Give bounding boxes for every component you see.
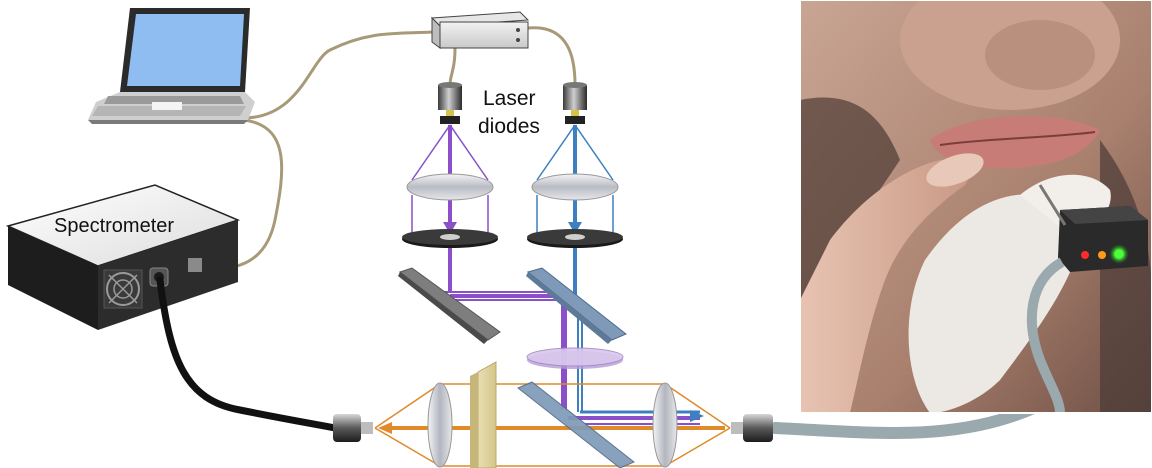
lens-right [531,173,619,201]
mirror-left [398,267,501,344]
fiber-connector-right [731,414,773,442]
usb-cables [194,26,577,272]
long-pass-filter [470,361,497,468]
probe-photo [799,0,1152,414]
laser-diode-right [563,82,587,124]
filter-disc [526,347,624,369]
return-beam-arrows [585,410,704,425]
spectrometer-box-icon [5,184,241,330]
dichroic-mirror-right [526,267,627,344]
violet-beam [411,124,700,420]
collection-lens-right [652,382,678,468]
lens-left [406,173,494,201]
aperture-left [402,229,498,248]
laptop-icon [88,8,255,124]
collection-lens-left [427,382,453,468]
aperture-right [527,229,623,248]
laser-diodes-label-line2: diodes [478,115,540,138]
laser-diodes-label-line1: Laser [483,87,536,110]
laser-diode-left [438,82,462,124]
fan-grill-icon [103,269,143,309]
spectrometer-label: Spectrometer [54,215,174,237]
controller-box-icon [430,11,530,49]
fiber-black [156,276,339,432]
dichroic-mirror-bottom [517,381,635,468]
fiber-probe-icon [1038,184,1148,272]
fiber-connector-left [333,414,373,442]
